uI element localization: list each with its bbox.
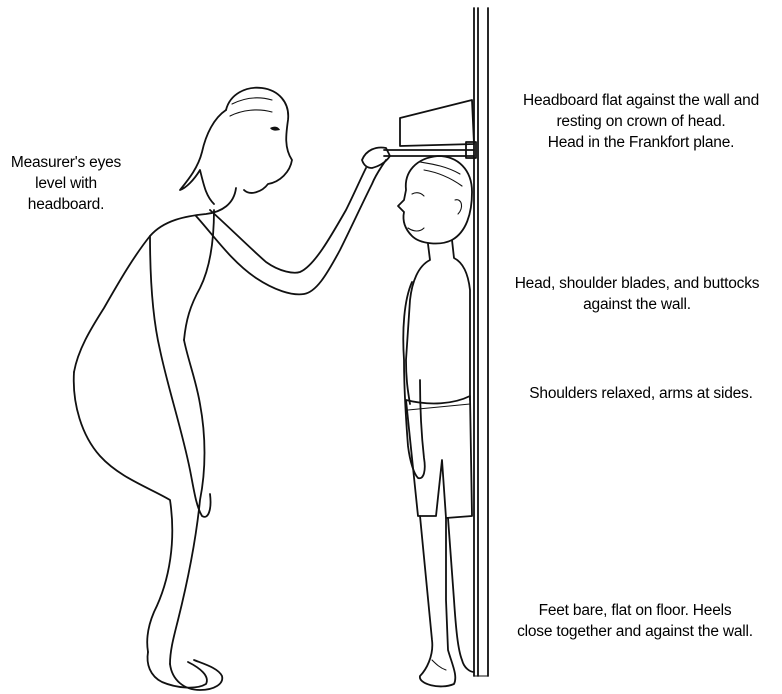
label-line: resting on crown of head.	[500, 111, 782, 132]
label-line: Head, shoulder blades, and buttocks	[492, 273, 782, 294]
label-line: against the wall.	[492, 294, 782, 315]
label-line: Measurer's eyes	[0, 152, 132, 173]
shoulders-label: Shoulders relaxed, arms at sides.	[500, 383, 782, 404]
label-line: Head in the Frankfort plane.	[500, 132, 782, 153]
label-line: close together and against the wall.	[488, 621, 782, 642]
measurer-eyes-label: Measurer's eyes level with headboard.	[0, 152, 132, 215]
wall-board	[474, 8, 488, 676]
headboard-label: Headboard flat against the wall and rest…	[500, 90, 782, 153]
label-line: headboard.	[0, 194, 132, 215]
headboard	[384, 100, 476, 158]
label-line: level with	[0, 173, 132, 194]
label-line: Headboard flat against the wall and	[500, 90, 782, 111]
body-position-label: Head, shoulder blades, and buttocks agai…	[492, 273, 782, 315]
child-figure	[398, 156, 474, 686]
label-line: Shoulders relaxed, arms at sides.	[500, 383, 782, 404]
label-line: Feet bare, flat on floor. Heels	[488, 600, 782, 621]
feet-label: Feet bare, flat on floor. Heels close to…	[488, 600, 782, 642]
